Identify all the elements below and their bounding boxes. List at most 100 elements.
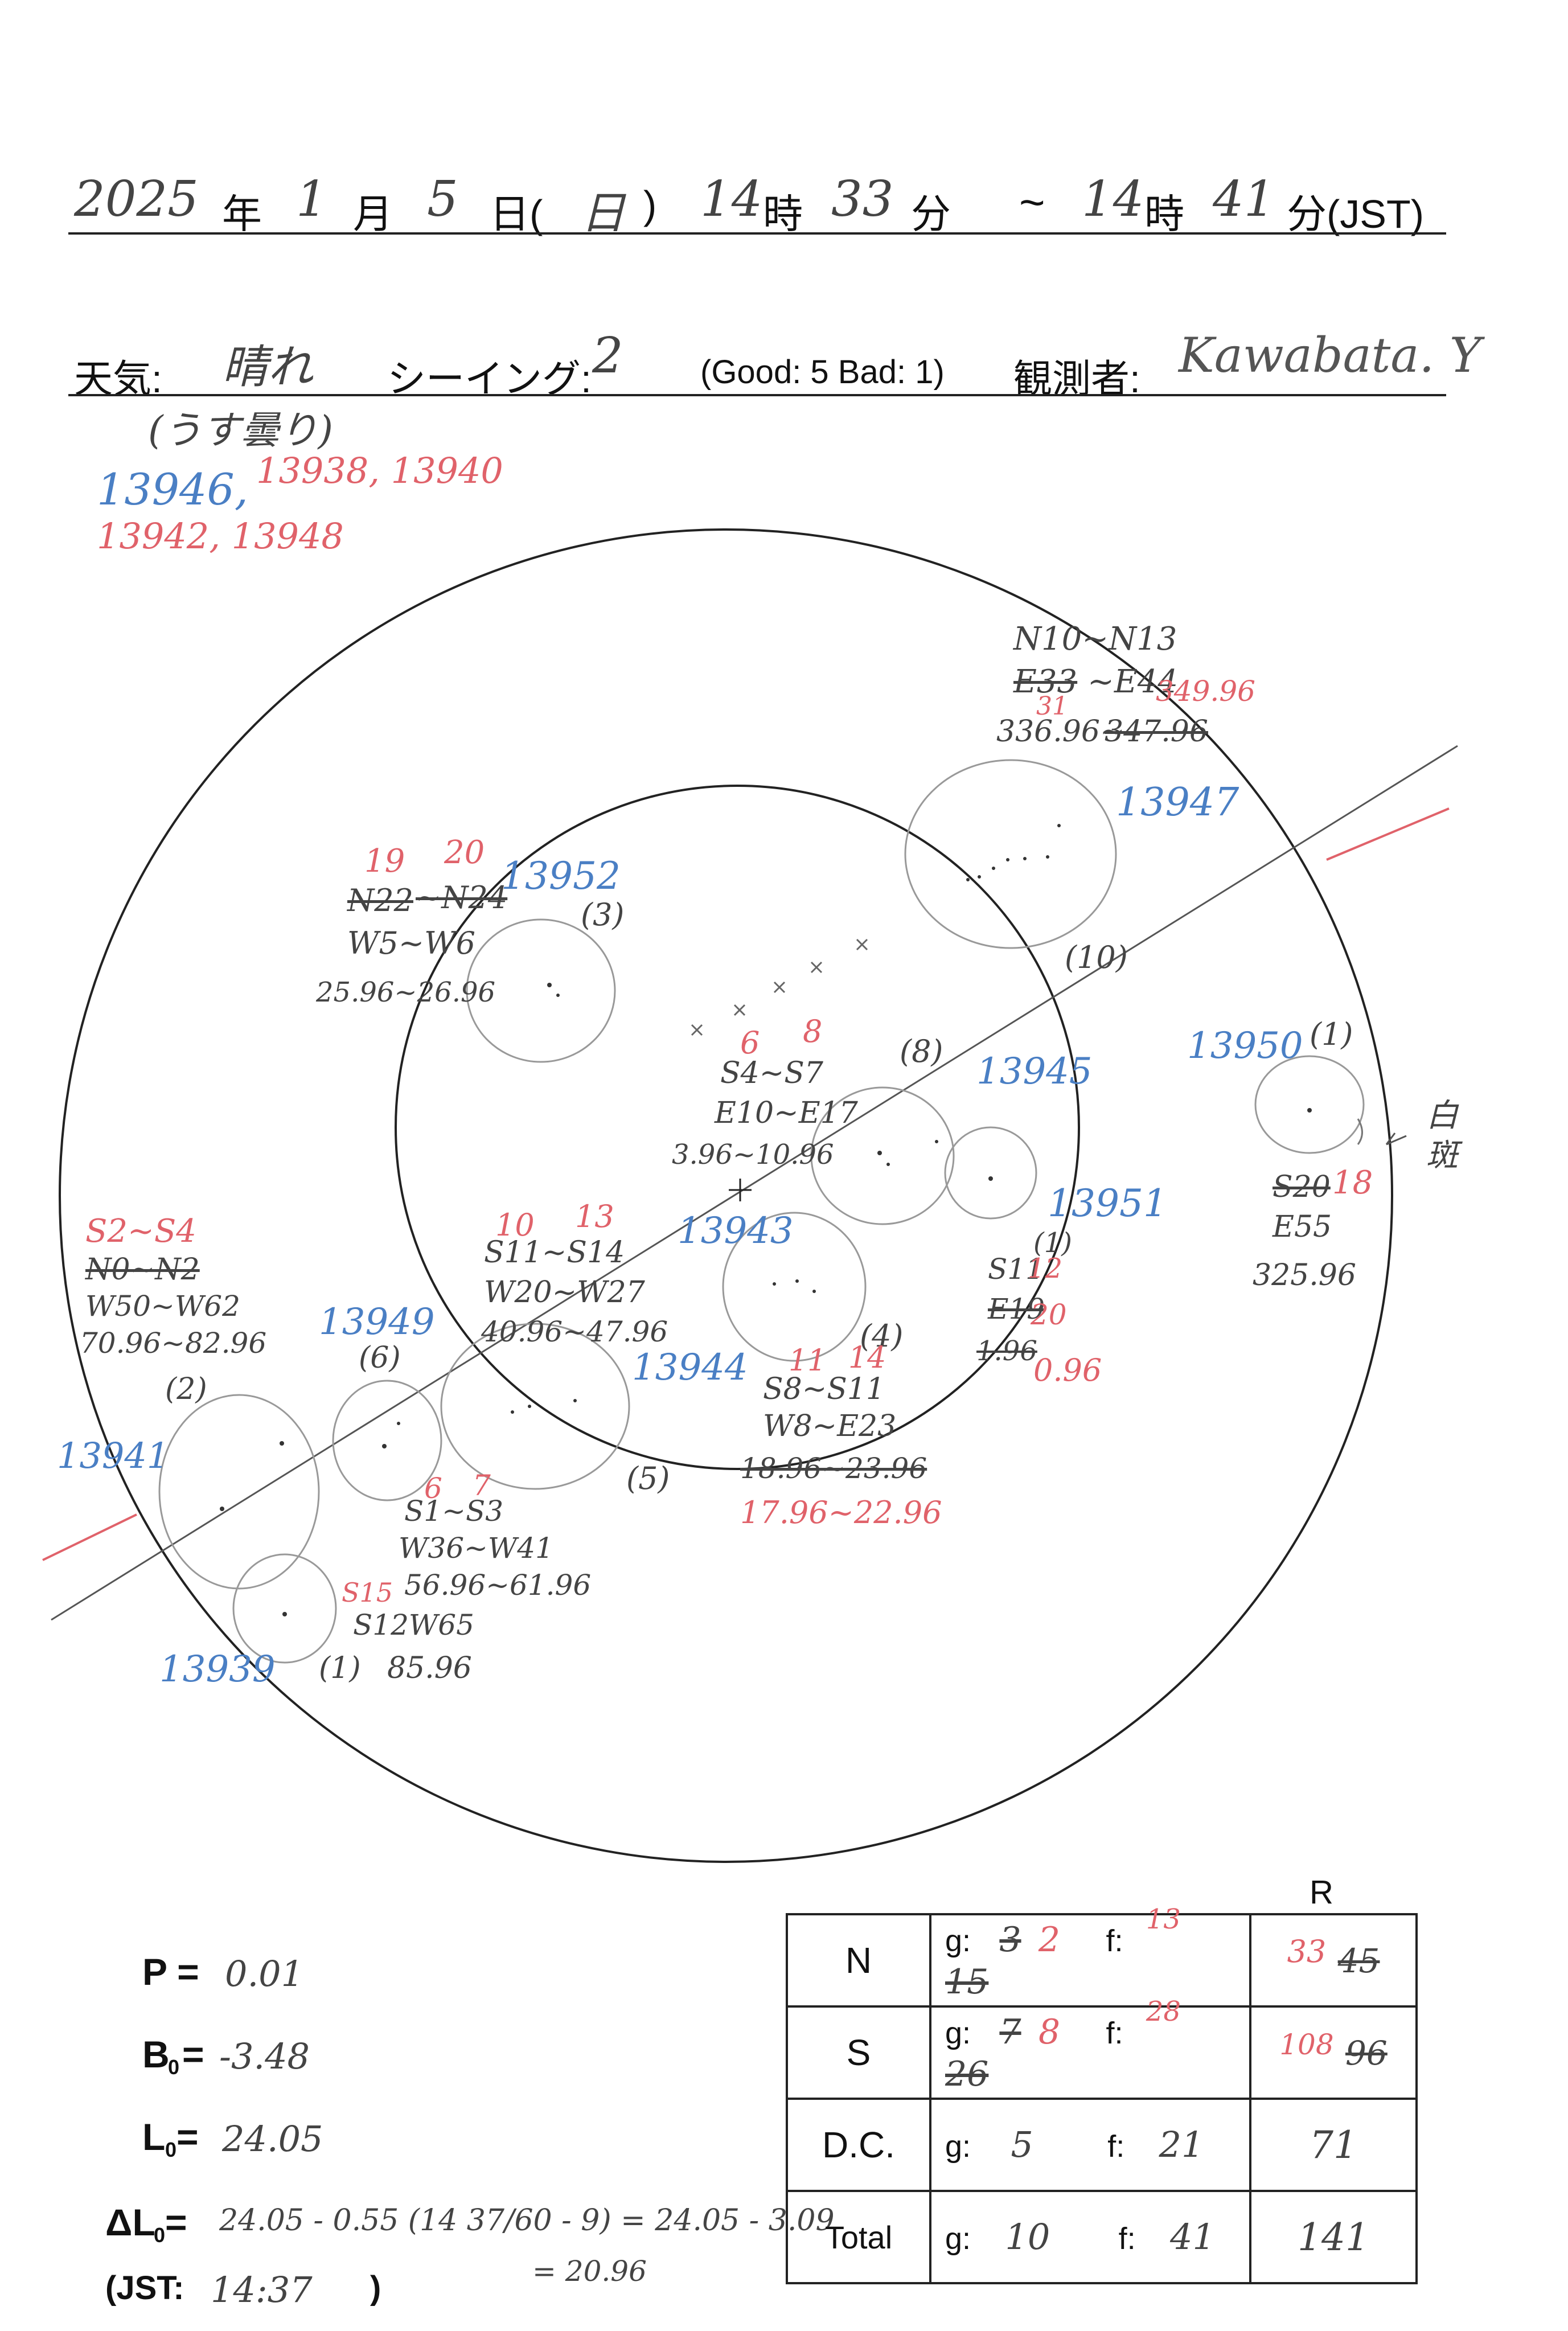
dl0-subscript: 0 (154, 2223, 166, 2247)
total-r-value: 141 (1298, 2215, 1369, 2259)
weather-note: (うす曇り) (148, 408, 334, 453)
start-min-unit: 分 (911, 192, 951, 236)
s-r-strike: 96 (1345, 2034, 1388, 2073)
b0-equals: = (182, 2033, 204, 2075)
conditions-underline (68, 394, 1446, 396)
row-n-gf: g: 3 2 f: 13 15 (929, 1903, 1251, 2008)
facula-arrow (1385, 1132, 1407, 1146)
table-row: D.C. g: 5 f: 21 71 (786, 2098, 1418, 2192)
region-13952-count: (3) (581, 897, 625, 933)
table-row: Total g: 10 f: 41 141 (786, 2190, 1418, 2284)
l0-label: L (142, 2116, 166, 2158)
region-13947-number: 13947 (1116, 780, 1239, 825)
sunspot-dots (220, 824, 1312, 1616)
region-13947-red-lon: 31 (1036, 692, 1068, 721)
n-f-value: 13 (1146, 1903, 1181, 1935)
row-label-s: S (786, 2005, 931, 2100)
region-13952-red-b: 20 (444, 834, 485, 871)
region-13949-lat: S1~S3 (404, 1495, 504, 1528)
region-13939-red: S15 (342, 1577, 393, 1608)
date-time-row: 2025 年 1 月 5 日( 日 ) 14 時 33 分 ~ 14 時 41 … (68, 165, 1446, 239)
region-13944-count: (4) (860, 1318, 904, 1354)
dl0-formula: 24.05 - 0.55 (14 37/60 - 9) = 24.05 - 3.… (219, 2203, 835, 2238)
row-s-r: 108 96 (1249, 2005, 1418, 2100)
p-value: 0.01 (225, 1953, 304, 1995)
region-13944-lat: S8~S11 (763, 1372, 885, 1406)
row-n-r: 33 45 (1249, 1913, 1418, 2008)
range-tilde: ~ (1019, 177, 1045, 227)
weather-label: 天気: (74, 358, 162, 401)
month-unit: 月 (353, 192, 393, 236)
row-total-gf: g: 10 f: 41 (929, 2190, 1251, 2284)
weekday-value: 日 (581, 188, 626, 239)
region-13943-count: (8) (900, 1033, 943, 1069)
region-13949-count: (6) (359, 1341, 401, 1375)
region-13947-count: (10) (1065, 939, 1128, 975)
row-label-dc: D.C. (786, 2098, 931, 2192)
region-13950-red: 18 (1332, 1164, 1373, 1201)
red-axis-line-left (42, 1513, 137, 1561)
region-13944-red-range: 17.96~22.96 (740, 1495, 942, 1530)
dl0-label: ΔL (105, 2201, 155, 2243)
region-13949-range: 56.96~61.96 (404, 1569, 592, 1602)
summary-r-header: R (1310, 1874, 1333, 1911)
year-value: 2025 (74, 171, 199, 228)
region-13944-range-strike: 18.96~23.96 (740, 1452, 927, 1485)
region-13949-red-b: 7 (473, 1469, 491, 1502)
region-13947-lat: N10~N13 (1013, 621, 1177, 658)
weather-value: 晴れ (222, 340, 313, 393)
region-13951-number: 13951 (1048, 1181, 1167, 1225)
region-13941-lat-strike: N0~N2 (85, 1253, 200, 1287)
region-13948-red-a: 10 (495, 1207, 535, 1243)
dc-r-value: 71 (1310, 2123, 1357, 2167)
region-13951-count: (1) (1033, 1227, 1072, 1259)
region-13950-count: (1) (1310, 1016, 1353, 1052)
region-13951-red-lon: 20 (1031, 1298, 1067, 1331)
region-13943-lat: S4~S7 (720, 1056, 823, 1090)
region-13941-red-lat: S2~S4 (85, 1213, 196, 1250)
table-row: S g: 7 8 f: 28 26 108 96 (786, 1996, 1418, 2100)
region-13949-lon: W36~W41 (399, 1532, 553, 1565)
n-f-strike: 15 (945, 1962, 989, 2002)
region-13951-red-range: 0.96 (1033, 1352, 1102, 1388)
end-hour-unit: 時 (1144, 192, 1184, 236)
total-f-value: 41 (1170, 2216, 1215, 2258)
region-13952-range: 25.96~26.96 (316, 976, 496, 1008)
region-13950-range: 325.96 (1253, 1258, 1356, 1292)
row-label-total: Total (786, 2190, 931, 2284)
region-13939-range: 85.96 (387, 1651, 472, 1685)
seeing-label: シーイング: (387, 358, 592, 401)
region-13952-lat-b: ~N24 (416, 880, 508, 916)
region-13948-lat: S11~S14 (484, 1236, 625, 1270)
region-13950-note: 白斑 (1426, 1097, 1458, 1174)
jst-close: ) (370, 2270, 381, 2307)
row-label-n: N (786, 1913, 931, 2008)
day-value: 5 (427, 171, 458, 228)
end-min-unit: 分(JST) (1287, 192, 1425, 236)
dl0-result: = 20.96 (532, 2255, 647, 2288)
equator-line (51, 745, 1458, 1621)
total-g-value: 10 (1005, 2216, 1050, 2258)
b0-value: -3.48 (219, 2035, 310, 2077)
region-13945-number: 13945 (976, 1050, 1093, 1093)
region-13941-count: (2) (165, 1372, 207, 1406)
end-hour-value: 14 (1082, 171, 1144, 228)
row-total-r: 141 (1249, 2190, 1418, 2284)
b0-subscript: 0 (168, 2055, 180, 2079)
n-r-value: 33 (1287, 1934, 1327, 1969)
region-13952-red-a: 19 (364, 843, 405, 880)
region-13947-red-range: 349.96 (1156, 675, 1255, 708)
summary-table: N g: 3 2 f: 13 15 33 45 S g: 7 8 f: 28 2… (786, 1903, 1418, 2284)
region-13952-lon: W5~W6 (347, 925, 475, 961)
region-list-red-1: 13938, 13940 (256, 450, 503, 491)
region-13941-range: 70.96~82.96 (80, 1327, 267, 1360)
l0-subscript: 0 (165, 2138, 177, 2161)
region-13947-lon-strike: E33 (1013, 663, 1078, 700)
s-f-strike: 26 (945, 2054, 989, 2094)
region-13943-lon: E10~E17 (715, 1096, 858, 1130)
dc-f-value: 21 (1159, 2124, 1204, 2165)
row-dc-r: 71 (1249, 2098, 1418, 2192)
end-min-value: 41 (1213, 171, 1275, 228)
region-13950-number: 13950 (1187, 1025, 1303, 1067)
